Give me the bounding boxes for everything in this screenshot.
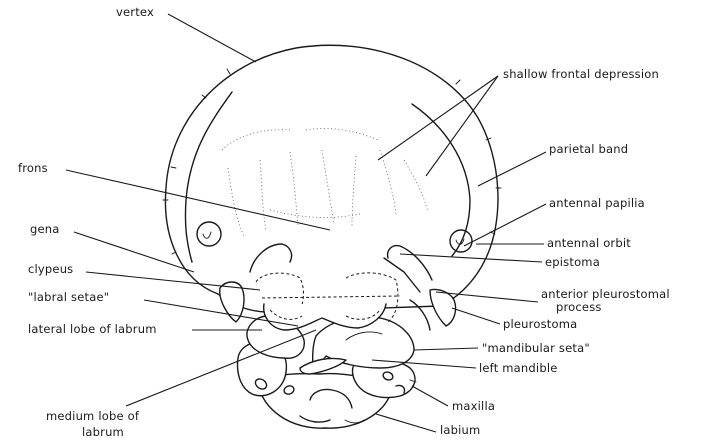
label-clypeus: clypeus: [28, 262, 73, 276]
label-medium-lobe-of: medium lobe of: [46, 409, 140, 423]
label-labral-setae: "labral setae": [28, 290, 109, 304]
label-labrum: labrum: [82, 425, 124, 439]
label-process: process: [556, 300, 602, 314]
head-capsule-drawing: [163, 45, 501, 330]
label-pleurostoma: pleurostoma: [503, 317, 577, 331]
maxilla-leader: [412, 386, 448, 406]
label-gena: gena: [30, 222, 60, 236]
label-vertex: vertex: [116, 5, 154, 19]
label-maxilla: maxilla: [452, 399, 495, 413]
label-mandibular-seta: "mandibular seta": [482, 341, 590, 355]
label-left-mandible: left mandible: [479, 361, 557, 375]
mandibular-seta-leader: [414, 348, 478, 350]
label-labium: labium: [440, 423, 480, 437]
label-epistoma: epistoma: [545, 255, 600, 269]
label-antennal-papilla: antennal papilia: [549, 196, 645, 210]
label-antennal-orbit: antennal orbit: [547, 236, 631, 250]
label-parietal-band: parietal band: [549, 142, 628, 156]
labium-leader: [376, 414, 436, 432]
vertex-leader: [168, 14, 256, 62]
label-frons: frons: [18, 161, 48, 175]
label-lateral-lobe-of-labrum: lateral lobe of labrum: [28, 322, 157, 336]
label-shallow-frontal-depression: shallow frontal depression: [503, 67, 659, 81]
pleurostoma-leader: [452, 308, 500, 324]
label-anterior-pleurostomal: anterior pleurostomal: [541, 287, 670, 301]
